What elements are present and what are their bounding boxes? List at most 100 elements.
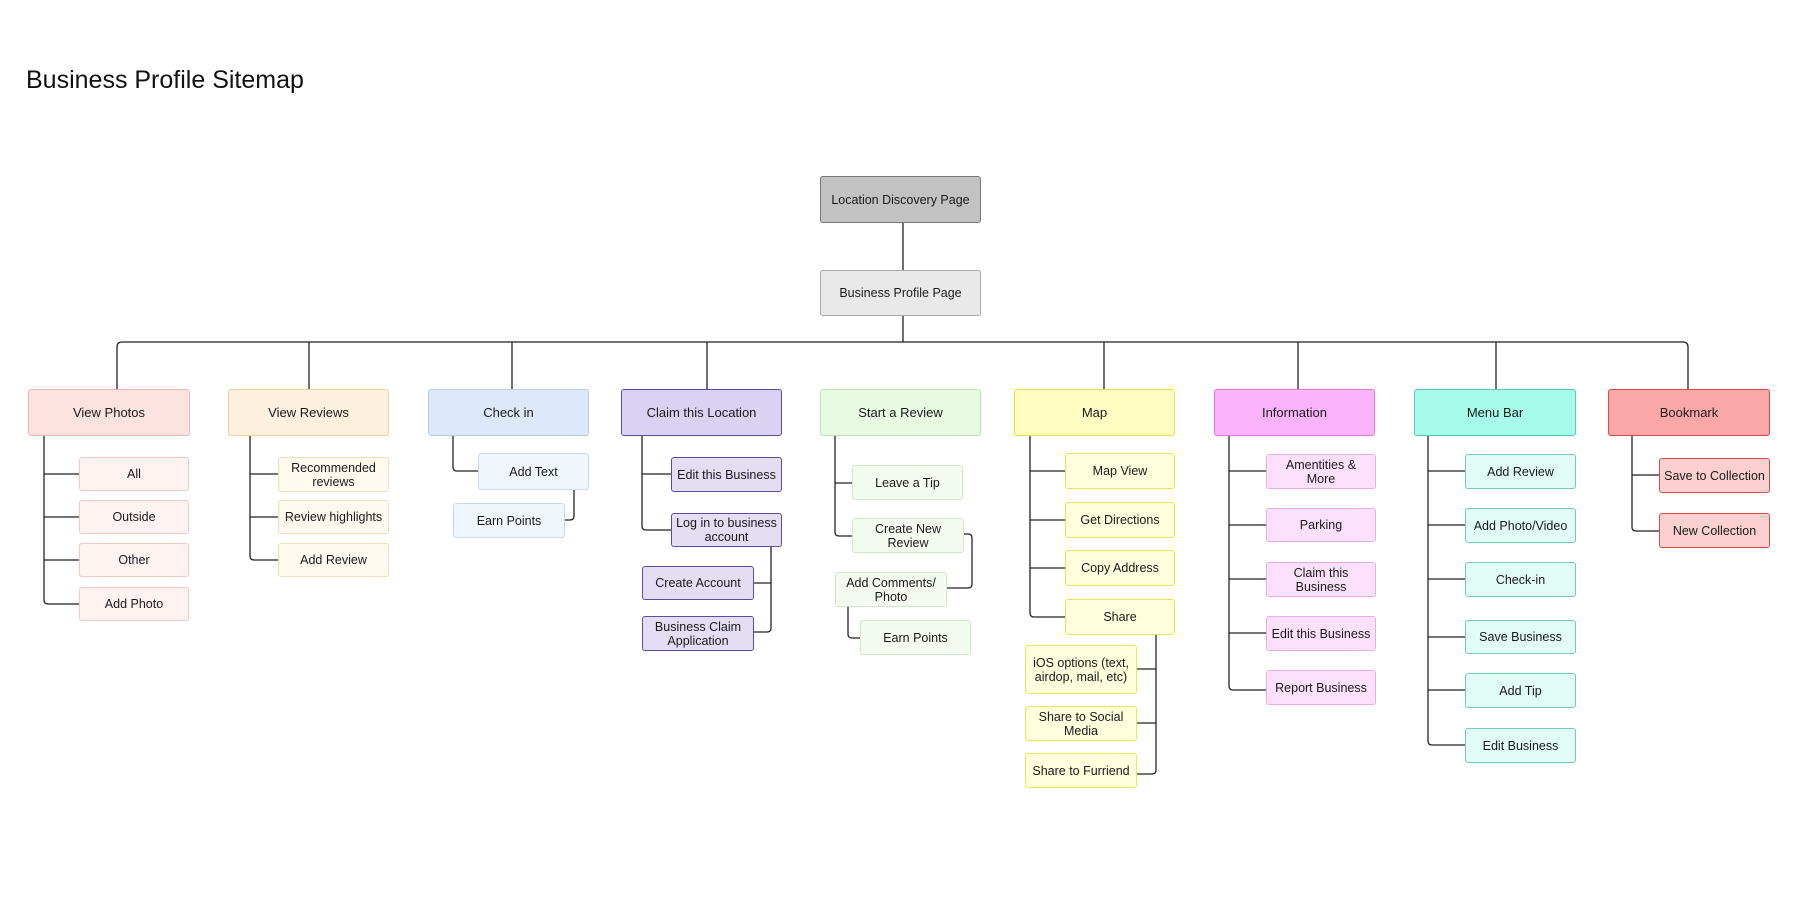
- node-checkin-earn-points[interactable]: Earn Points: [453, 503, 565, 538]
- node-menu-add-photo[interactable]: Add Photo/Video: [1465, 508, 1576, 543]
- node-label: Business Profile Page: [839, 286, 962, 300]
- node-info-amenities[interactable]: Amentities & More: [1266, 454, 1376, 489]
- node-menu-edit-business[interactable]: Edit Business: [1465, 728, 1576, 763]
- node-review-leave-tip[interactable]: Leave a Tip: [852, 465, 963, 500]
- node-label: Get Directions: [1080, 513, 1160, 527]
- node-label: Claim this Location: [646, 404, 757, 420]
- node-label: Copy Address: [1081, 561, 1159, 575]
- node-label: Information: [1261, 404, 1328, 420]
- edge-checkin: [452, 436, 575, 521]
- node-label: Share: [1103, 610, 1137, 624]
- node-label: Start a Review: [858, 404, 943, 420]
- node-label: Share to Furriend: [1032, 763, 1130, 778]
- node-label: Map View: [1092, 464, 1148, 478]
- node-claim-create-account[interactable]: Create Account: [642, 566, 754, 600]
- node-info-report[interactable]: Report Business: [1266, 670, 1376, 705]
- edge-map: [1029, 436, 1157, 775]
- node-label: Create New Review: [875, 521, 941, 550]
- node-check-in[interactable]: Check in: [428, 389, 589, 436]
- node-label: Edit this Business: [1271, 626, 1371, 641]
- node-info-claim[interactable]: Claim this Business: [1266, 562, 1376, 597]
- node-review-add-comments[interactable]: Add Comments/ Photo: [835, 572, 947, 607]
- node-start-review[interactable]: Start a Review: [820, 389, 981, 436]
- edge-bookmark: [1631, 436, 1659, 532]
- node-label: Add Comments/ Photo: [846, 575, 936, 604]
- node-claim-login[interactable]: Log in to business account: [671, 513, 782, 547]
- node-menu-bar[interactable]: Menu Bar: [1414, 389, 1576, 436]
- node-map-share-furriend[interactable]: Share to Furriend: [1025, 753, 1137, 788]
- node-label: Map: [1081, 404, 1108, 420]
- node-checkin-add-text[interactable]: Add Text: [478, 453, 589, 490]
- node-label: Add Text: [509, 464, 558, 479]
- node-claim-edit-business[interactable]: Edit this Business: [671, 457, 782, 492]
- node-label: Edit this Business: [677, 467, 776, 482]
- node-label: View Reviews: [268, 404, 349, 420]
- node-label: Menu Bar: [1466, 404, 1524, 420]
- node-view-reviews[interactable]: View Reviews: [228, 389, 389, 436]
- node-label: Edit Business: [1482, 738, 1559, 753]
- node-menu-save-business[interactable]: Save Business: [1465, 620, 1576, 654]
- node-business-profile-page[interactable]: Business Profile Page: [820, 270, 981, 316]
- node-label: Recommended reviews: [291, 460, 376, 489]
- node-map-directions[interactable]: Get Directions: [1065, 502, 1175, 538]
- edge-claim: [641, 436, 772, 633]
- node-reviews-add[interactable]: Add Review: [278, 543, 389, 577]
- node-label: Business Claim Application: [654, 619, 742, 648]
- node-label: Check-in: [1495, 572, 1546, 587]
- node-label: Log in to business account: [676, 516, 777, 544]
- node-location-discovery-page[interactable]: Location Discovery Page: [820, 176, 981, 223]
- edge-reviews: [249, 436, 278, 561]
- node-label: Create Account: [655, 576, 741, 590]
- node-label: Bookmark: [1659, 404, 1719, 420]
- node-label: Claim this Business: [1293, 565, 1349, 594]
- node-map-copy-address[interactable]: Copy Address: [1065, 550, 1175, 586]
- node-claim-application[interactable]: Business Claim Application: [642, 616, 754, 651]
- node-photos-other[interactable]: Other: [79, 543, 189, 577]
- edge-review: [834, 436, 973, 639]
- node-review-create-new[interactable]: Create New Review: [852, 518, 964, 553]
- node-menu-check-in[interactable]: Check-in: [1465, 562, 1576, 597]
- node-map-share-social[interactable]: Share to Social Media: [1025, 706, 1137, 741]
- node-photos-all[interactable]: All: [79, 457, 189, 491]
- edge-menu: [1427, 436, 1465, 746]
- node-reviews-recommended[interactable]: Recommended reviews: [278, 457, 389, 492]
- node-label: Add Review: [1487, 464, 1554, 479]
- node-menu-add-review[interactable]: Add Review: [1465, 454, 1576, 489]
- node-label: Leave a Tip: [875, 475, 940, 490]
- node-map-view[interactable]: Map View: [1065, 453, 1175, 489]
- node-label: Add Photo: [104, 597, 164, 611]
- node-label: Outside: [112, 510, 156, 524]
- edge-photos: [43, 436, 79, 605]
- page-title: Business Profile Sitemap: [26, 66, 304, 94]
- node-photos-outside[interactable]: Outside: [79, 500, 189, 534]
- node-map[interactable]: Map: [1014, 389, 1175, 436]
- node-info-edit[interactable]: Edit this Business: [1266, 616, 1376, 651]
- node-menu-add-tip[interactable]: Add Tip: [1465, 673, 1576, 708]
- node-photos-add[interactable]: Add Photo: [79, 587, 189, 621]
- node-label: Review highlights: [284, 510, 383, 524]
- node-info-parking[interactable]: Parking: [1266, 508, 1376, 542]
- edge-bus: [116, 341, 1689, 391]
- node-bookmark[interactable]: Bookmark: [1608, 389, 1770, 436]
- node-claim-location[interactable]: Claim this Location: [621, 389, 782, 436]
- node-label: Earn Points: [476, 513, 542, 528]
- node-view-photos[interactable]: View Photos: [28, 389, 190, 436]
- node-bookmark-save[interactable]: Save to Collection: [1659, 458, 1770, 493]
- node-review-earn-points[interactable]: Earn Points: [860, 620, 971, 655]
- node-label: Save to Collection: [1664, 468, 1765, 483]
- node-label: Other: [118, 553, 150, 567]
- node-map-share[interactable]: Share: [1065, 599, 1175, 635]
- node-bookmark-new[interactable]: New Collection: [1659, 513, 1770, 548]
- node-label: Parking: [1299, 518, 1343, 532]
- node-label: Add Review: [300, 553, 367, 567]
- edge-info: [1228, 436, 1266, 691]
- node-map-ios-options[interactable]: iOS options (text, airdop, mail, etc): [1025, 645, 1137, 694]
- node-label: iOS options (text, airdop, mail, etc): [1033, 655, 1129, 684]
- node-label: Add Tip: [1499, 683, 1542, 698]
- node-reviews-highlights[interactable]: Review highlights: [278, 500, 389, 534]
- node-label: Share to Social Media: [1038, 709, 1124, 738]
- node-label: Add Photo/Video: [1473, 518, 1568, 533]
- node-information[interactable]: Information: [1214, 389, 1375, 436]
- node-label: All: [127, 467, 141, 481]
